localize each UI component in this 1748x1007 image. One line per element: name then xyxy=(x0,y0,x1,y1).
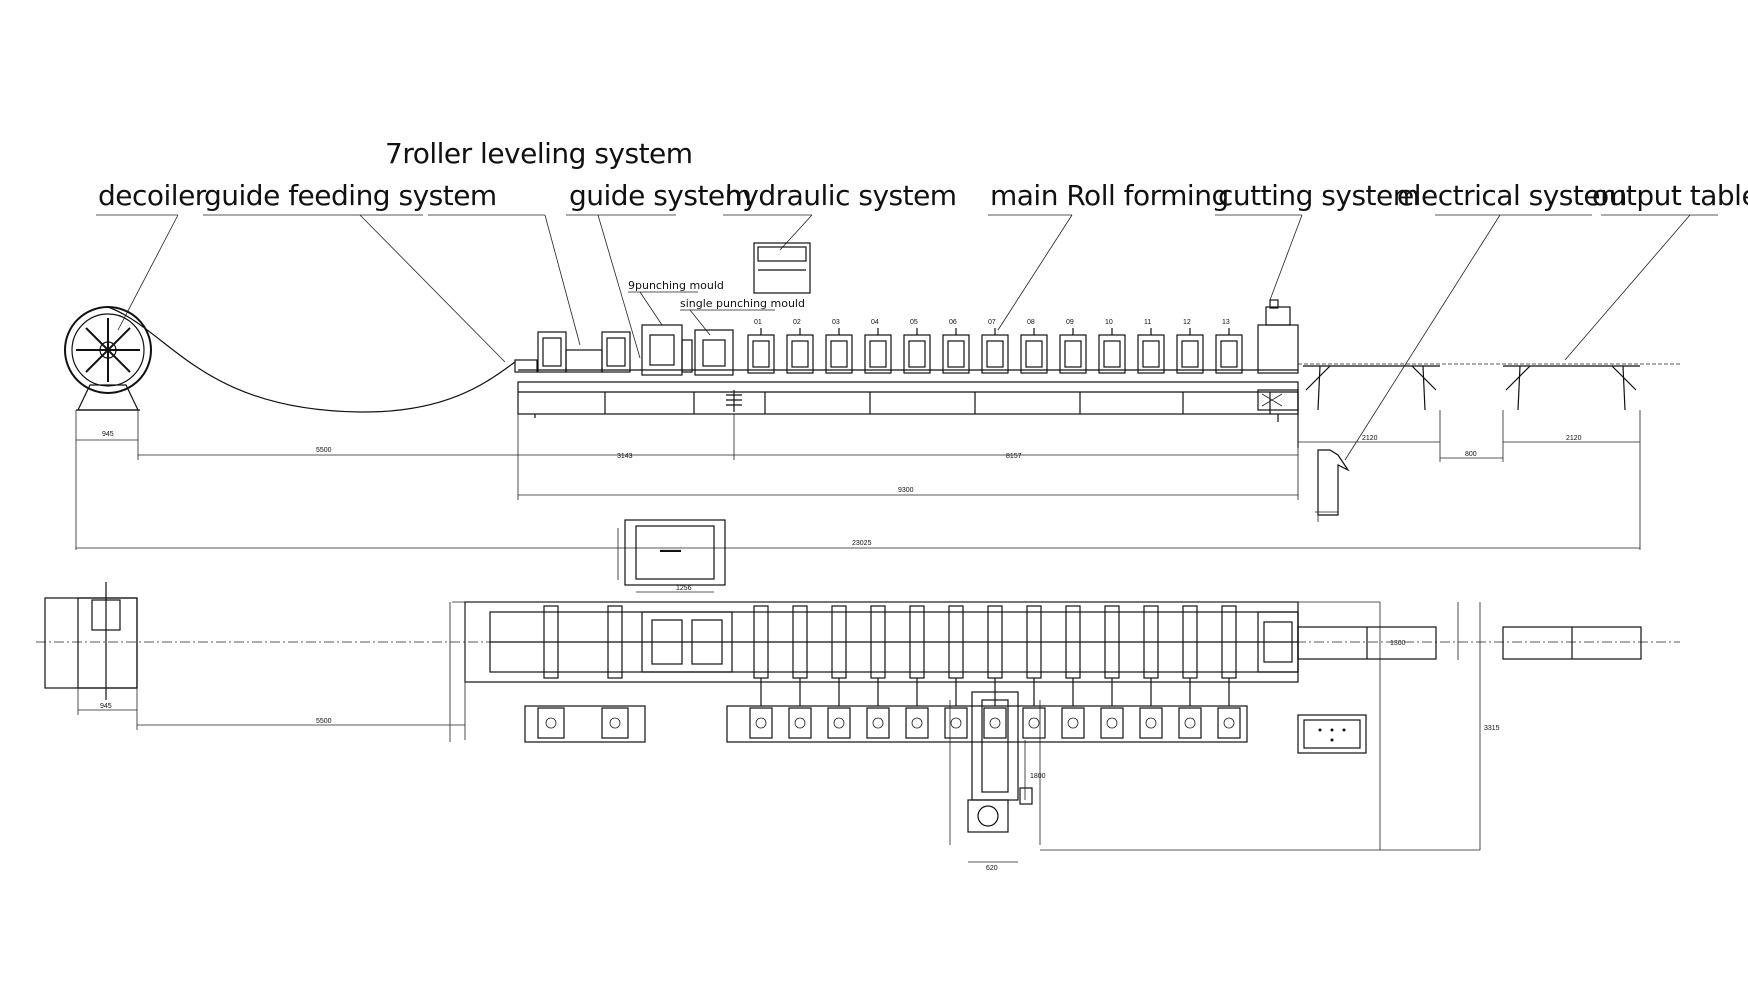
dim-23025: 23025 xyxy=(852,540,872,547)
hydraulic-station xyxy=(753,242,811,294)
elevation-dimension-lines xyxy=(76,410,1641,550)
station-08: 08 xyxy=(1020,319,1048,374)
station-03: 03 xyxy=(825,319,853,374)
main-machine-frame xyxy=(517,369,1299,418)
station-12: 12 xyxy=(1176,319,1204,374)
dim-1300: 1300 xyxy=(1390,640,1406,647)
output-tables-plan xyxy=(1297,626,1642,660)
dim-800: 800 xyxy=(1465,451,1477,458)
plan-station-08 xyxy=(1022,605,1046,739)
decoiler-plan xyxy=(44,582,138,730)
plan-station-12 xyxy=(1178,605,1202,739)
plan-station-03 xyxy=(827,605,851,739)
station-label-08: 08 xyxy=(1027,319,1035,326)
leader-lines xyxy=(117,214,1691,461)
label-electrical: electrical system xyxy=(1397,179,1627,212)
station-04: 04 xyxy=(864,319,892,374)
station-label-07: 07 xyxy=(988,319,996,326)
dim-620: 620 xyxy=(986,865,998,872)
station-13: 13 xyxy=(1215,319,1243,374)
station-label-12: 12 xyxy=(1183,319,1191,326)
label-hydraulic: hydraulic system xyxy=(725,179,957,212)
station-07: 07 xyxy=(981,319,1009,374)
output-tables-elevation xyxy=(1297,363,1680,448)
electrical-cabinet-plan xyxy=(1297,714,1367,754)
station-02: 02 xyxy=(786,319,814,374)
roll-forming-stations: 01 02 03 04 05 06 07 08 09 10 11 12 13 xyxy=(747,319,1243,374)
dim-2120-b: 2120 xyxy=(1566,435,1582,442)
station-label-11: 11 xyxy=(1144,319,1151,326)
dim-3315: 3315 xyxy=(1484,725,1500,732)
dim-945-top: 945 xyxy=(102,431,114,438)
plan-station-01 xyxy=(749,605,773,739)
label-guide-feeding: guide feeding system xyxy=(204,179,497,212)
station-11: 11 xyxy=(1137,319,1165,374)
station-label-04: 04 xyxy=(871,319,879,326)
decoiler-elevation xyxy=(64,306,152,550)
dim-3143: 3143 xyxy=(617,453,633,460)
svg-text:▬▬▬: ▬▬▬ xyxy=(660,547,681,554)
plan-station-04 xyxy=(866,605,890,739)
label-punching-mould: 9punching mould xyxy=(628,279,724,292)
plan-leveler-1 xyxy=(537,605,565,739)
cutting-system-elevation xyxy=(1257,299,1299,422)
label-single-punching-mould: single punching mould xyxy=(680,297,805,310)
label-guide-system: guide system xyxy=(569,179,751,212)
plan-station-02 xyxy=(788,605,812,739)
dim-1800: 1800 xyxy=(1030,773,1046,780)
dim-5500-top: 5500 xyxy=(316,447,332,454)
plan-station-10 xyxy=(1100,605,1124,739)
station-label-13: 13 xyxy=(1222,319,1230,326)
dim-2120-a: 2120 xyxy=(1362,435,1378,442)
label-decoiler: decoiler xyxy=(98,179,207,212)
station-05: 05 xyxy=(903,319,931,374)
plan-dimension-lines xyxy=(78,601,1481,851)
label-main-roll-forming: main Roll forming xyxy=(990,179,1229,212)
plan-station-05 xyxy=(905,605,929,739)
station-label-01: 01 xyxy=(754,319,762,326)
leveler-stands xyxy=(514,331,631,373)
dim-9300: 9300 xyxy=(898,487,914,494)
plan-station-13 xyxy=(1217,605,1241,739)
plan-leveler-2 xyxy=(601,605,629,739)
station-01: 01 xyxy=(747,319,775,374)
station-label-10: 10 xyxy=(1105,319,1113,326)
plan-motor-bases xyxy=(524,705,1248,743)
station-09: 09 xyxy=(1059,319,1087,374)
label-cutting: cutting system xyxy=(1218,179,1420,212)
station-06: 06 xyxy=(942,319,970,374)
station-label-06: 06 xyxy=(949,319,957,326)
station-label-05: 05 xyxy=(910,319,918,326)
dim-8157: 8157 xyxy=(1006,453,1022,460)
plan-stations xyxy=(537,605,1241,739)
plan-main-frame xyxy=(464,601,1299,683)
station-label-02: 02 xyxy=(793,319,801,326)
station-label-03: 03 xyxy=(832,319,840,326)
dim-1256: 1256 xyxy=(676,585,692,592)
station-label-09: 09 xyxy=(1066,319,1074,326)
plan-station-06 xyxy=(944,605,968,739)
punching-mould-stations xyxy=(641,324,734,376)
electrical-cabinet-box: ▬▬▬ xyxy=(617,519,726,593)
dim-5500-bottom: 5500 xyxy=(316,718,332,725)
coil-strip xyxy=(107,306,516,413)
electrical-cabinet-elevation xyxy=(1317,449,1350,516)
plan-station-09 xyxy=(1061,605,1085,739)
plan-main-drive xyxy=(949,691,1041,863)
dim-945-bottom: 945 xyxy=(100,703,112,710)
label-output-table: output table xyxy=(1592,179,1748,212)
plan-station-11 xyxy=(1139,605,1163,739)
label-leveling: 7roller leveling system xyxy=(385,137,693,170)
station-10: 10 xyxy=(1098,319,1126,374)
